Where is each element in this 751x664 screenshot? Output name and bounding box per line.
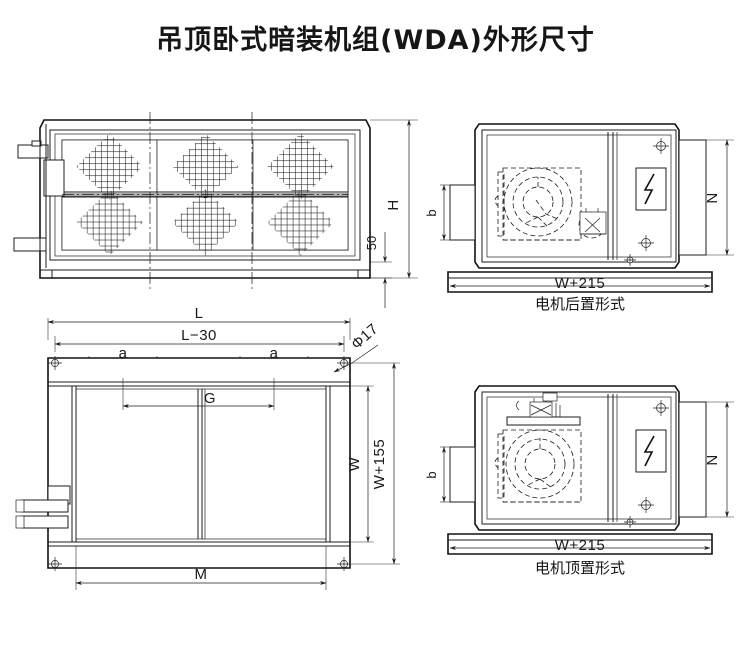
dimension-label-H: H — [385, 199, 402, 210]
mounting-holes — [48, 356, 351, 571]
dimension-b-top: b — [424, 446, 450, 503]
dimension-label-a-left: a — [119, 345, 128, 362]
dimension-label-b-rear: b — [424, 209, 439, 216]
mounting-hole-bottom-right — [337, 557, 351, 571]
dimension-label-b-top: b — [424, 471, 439, 478]
dimension-W: W — [346, 385, 374, 543]
page-title: 吊顶卧式暗装机组(WDA)外形尺寸 — [156, 25, 595, 56]
mounting-hole-top-left — [48, 356, 62, 370]
dimension-label-W-plus-215-rear: W+215 — [555, 275, 605, 292]
dimension-label-W: W — [346, 456, 363, 471]
dimension-label-a-right: a — [270, 345, 279, 362]
dimension-N-rear: N — [704, 139, 734, 256]
dimension-G: G — [122, 378, 275, 410]
dimension-label-G: G — [204, 390, 216, 407]
dimension-label-50: 50 — [364, 236, 379, 250]
dimension-N-top: N — [704, 401, 734, 518]
dimension-label-L-minus-30: L−30 — [181, 327, 217, 344]
front-elevation-view: H 50 — [13, 112, 418, 308]
dimension-label-W-plus-155: W+155 — [371, 439, 388, 489]
dimension-W-plus-215-top: W+215 — [449, 537, 711, 554]
dimension-M: M — [75, 546, 327, 590]
side-view-rear-motor: b N W+215 电机后置形式 — [424, 123, 734, 313]
dimension-label-M: M — [195, 566, 208, 583]
dimension-label-N-top: N — [704, 454, 721, 465]
dimension-H: H — [370, 119, 418, 279]
pipe-connections-left — [13, 124, 65, 270]
dimension-W-plus-215-rear: W+215 — [449, 275, 711, 292]
fan-assembly-hidden — [494, 167, 582, 241]
plan-top-view: L L−30 a a — [15, 305, 400, 590]
door-fasteners-top — [624, 400, 669, 528]
dimension-L-minus-30: L−30 — [54, 327, 345, 352]
dimension-label-L: L — [195, 305, 204, 322]
dimension-L: L — [47, 305, 351, 340]
dimension-label-phi17: Φ17 — [348, 320, 382, 353]
fan-assembly-hidden-top — [494, 429, 582, 503]
dimension-W-plus-155: W+155 — [350, 362, 400, 565]
coil-hatch-diamonds — [76, 133, 334, 256]
dimension-50: 50 — [364, 232, 392, 308]
side-view-top-motor: b N W+215 电机顶置形式 — [424, 385, 734, 577]
dimension-b-rear: b — [424, 184, 450, 241]
motor-rear — [578, 208, 607, 239]
door-fasteners-rear — [624, 138, 669, 266]
plan-pipe-stubs-left — [15, 485, 71, 529]
electrical-box-top — [635, 429, 667, 473]
mounting-hole-bottom-left — [48, 557, 62, 571]
dimension-label-N-rear: N — [704, 192, 721, 203]
motor-top — [506, 392, 581, 426]
electrical-box-rear — [635, 167, 667, 211]
mounting-hole-top-right — [337, 356, 351, 370]
caption-top-motor: 电机顶置形式 — [535, 559, 625, 577]
caption-rear-motor: 电机后置形式 — [535, 295, 625, 313]
dimension-label-W-plus-215-top: W+215 — [555, 537, 605, 554]
